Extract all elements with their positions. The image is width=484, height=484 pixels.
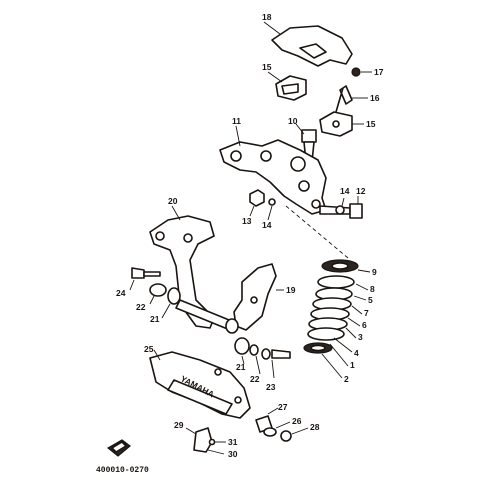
pedal-lever-part — [149, 205, 215, 329]
callout-9: 9 — [372, 267, 377, 277]
callout-5: 5 — [368, 295, 373, 305]
main-bracket-part — [219, 125, 327, 215]
footrest-part: YAMAHA — [149, 349, 251, 419]
bolt-part — [335, 85, 368, 113]
callout-12: 12 — [356, 186, 366, 196]
callout-29: 29 — [174, 420, 184, 430]
clamp-part — [319, 111, 364, 137]
callout-24: 24 — [116, 288, 126, 298]
callout-26: 26 — [292, 416, 302, 426]
callout-8: 8 — [370, 284, 375, 294]
upper-cover-part — [263, 21, 353, 67]
callout-30: 30 — [228, 449, 238, 459]
lower-bushing-part — [234, 337, 291, 379]
callout-2: 2 — [344, 374, 349, 384]
callout-3: 3 — [358, 332, 363, 342]
rear-bracket-part — [233, 263, 284, 331]
callout-18: 18 — [262, 12, 272, 22]
side-bolt-part — [319, 196, 363, 219]
callout-10: 10 — [288, 116, 298, 126]
callout-7: 7 — [364, 308, 369, 318]
callout-22b: 22 — [250, 374, 260, 384]
drawing-code: 400010-0270 — [96, 466, 149, 475]
callout-21: 21 — [150, 314, 160, 324]
holder-cap-part — [267, 71, 307, 101]
bushing-part — [249, 189, 276, 221]
callout-20: 20 — [168, 196, 178, 206]
callout-17: 17 — [374, 67, 384, 77]
callout-1: 1 — [350, 360, 355, 370]
collar-part — [149, 283, 181, 319]
callout-6: 6 — [362, 320, 367, 330]
callout-31: 31 — [228, 437, 238, 447]
left-bolt-part — [129, 267, 161, 291]
callout-4: 4 — [354, 348, 359, 358]
callout-28: 28 — [310, 422, 320, 432]
clip-part — [185, 427, 226, 455]
callout-14: 14 — [262, 220, 272, 230]
callout-22: 22 — [136, 302, 146, 312]
nut-part — [351, 67, 372, 77]
callout-16: 16 — [370, 93, 380, 103]
callout-11: 11 — [232, 116, 241, 126]
callout-19: 19 — [286, 285, 296, 295]
callout-21b: 21 — [236, 362, 246, 372]
spring-stack-part — [303, 259, 371, 379]
callout-23: 23 — [266, 382, 276, 392]
callout-14b: 14 — [340, 186, 350, 196]
book-icon — [106, 439, 131, 457]
rear-screws-part — [255, 407, 309, 442]
callout-27: 27 — [278, 402, 288, 412]
callout-15: 15 — [262, 62, 272, 72]
callout-13: 13 — [242, 216, 252, 226]
pivot-shaft-part — [175, 299, 239, 334]
callout-25: 25 — [144, 344, 154, 354]
callout-15b: 15 — [366, 119, 376, 129]
